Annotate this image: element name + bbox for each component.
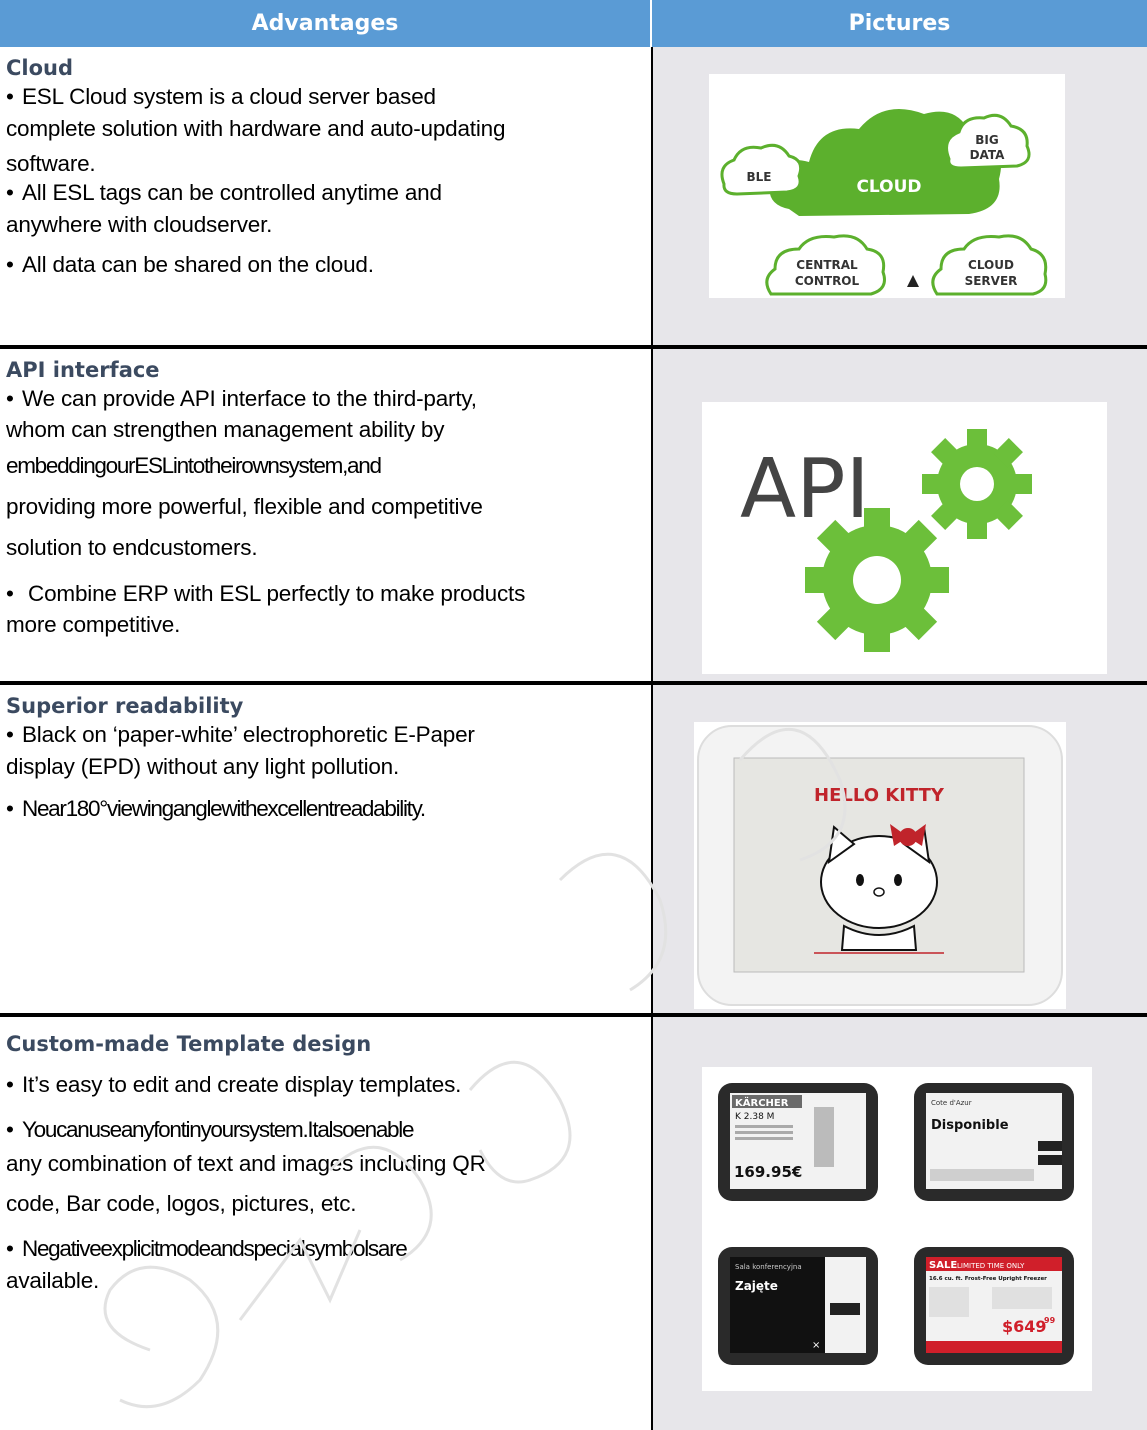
bullet-item: •Youcanuseanyfontinyoursystem.Italsoenab…	[6, 1117, 486, 1216]
gear-icon	[805, 508, 949, 652]
hello-kitty-label: HELLO KITTY	[814, 785, 945, 806]
table-row-cloud: Cloud •ESL Cloud system is a cloud serve…	[0, 47, 1147, 346]
header-advantages: Advantages	[0, 0, 652, 47]
picture-cell: HELLO KITTY	[652, 685, 1147, 1014]
tag4-price: $649	[1002, 1317, 1047, 1336]
column-divider	[651, 47, 653, 1430]
advantage-cell: Cloud •ESL Cloud system is a cloud serve…	[0, 47, 652, 346]
tag4-product: 16.6 cu. ft. Frost-Free Upright Freezer	[929, 1276, 1047, 1282]
table-row-templates: Custom-made Template design •It’s easy t…	[0, 1017, 1147, 1430]
bullet-item: •We can provide API interface to the thi…	[6, 386, 477, 442]
row-title: Custom-made Template design	[6, 1032, 372, 1056]
tag1-price: 169.95€	[734, 1163, 802, 1181]
gear-icon	[922, 429, 1032, 539]
cloud-ble-label: BLE	[747, 170, 772, 184]
bullet-item: • Combine ERP with ESL perfectly to make…	[6, 581, 526, 637]
tag2-label: Cote d'Azur	[931, 1099, 972, 1107]
picture-cell: API	[652, 349, 1147, 682]
tag1-brand: KÄRCHER	[735, 1095, 789, 1109]
tag1-model: K 2.38 M	[735, 1112, 774, 1122]
cloud-center-label: CLOUD	[856, 177, 921, 197]
bullet-item: •All data can be shared on the cloud.	[6, 252, 374, 277]
cloud-server-label: SERVER	[965, 274, 1018, 288]
row-title: Cloud	[6, 56, 74, 80]
bullet-item-cont: embeddingourESLintotheirownsystem,and pr…	[6, 453, 483, 560]
advantage-cell: API interface •We can provide API interf…	[0, 349, 652, 682]
cloud-central-label: CENTRAL	[796, 258, 858, 272]
bullet-item: •ESL Cloud system is a cloud server base…	[6, 81, 652, 183]
cloud-data-label: DATA	[970, 148, 1006, 162]
row-title: API interface	[6, 358, 160, 382]
triangle-icon	[907, 275, 919, 287]
table-header: Advantages Pictures	[0, 0, 1147, 47]
bullet-item: •Negativeexplicitmodeandspecialsymbolsar…	[6, 1236, 408, 1293]
cloud-cloud-label: CLOUD	[968, 258, 1014, 272]
kitty-face-icon	[814, 824, 944, 954]
header-pictures: Pictures	[848, 11, 951, 36]
api-label: API	[740, 442, 870, 537]
bullet-item: •Black on ‘paper-white’ electrophoretic …	[6, 722, 475, 779]
picture-cell: CLOUD BLE BIG DATA CENTRAL CONTROL CLOUD…	[652, 47, 1147, 346]
cloud-diagram: CLOUD BLE BIG DATA CENTRAL CONTROL CLOUD…	[709, 74, 1065, 298]
tag2-status: Disponible	[931, 1118, 1009, 1133]
tag4-sale: SALE	[929, 1260, 957, 1271]
row-title: Superior readability	[6, 694, 244, 718]
advantage-cell: Custom-made Template design •It’s easy t…	[0, 1017, 652, 1430]
close-icon: ×	[812, 1340, 820, 1351]
tag4-limited: LIMITED TIME ONLY	[957, 1262, 1025, 1270]
tag3-status: Zajęte	[735, 1279, 778, 1293]
tag3-label: Sala konferencyjna	[735, 1263, 802, 1271]
picture-cell: KÄRCHER K 2.38 M 169.95€ Cote d'Azur Dis…	[652, 1017, 1147, 1430]
bullet-item: •It’s easy to edit and create display te…	[6, 1072, 462, 1097]
row-divider	[0, 345, 1147, 349]
epaper-display-image: HELLO KITTY	[694, 722, 1066, 1009]
row-divider	[0, 681, 1147, 685]
cloud-control-label: CONTROL	[795, 274, 860, 288]
bullet-item: •Near180°viewinganglewithexcellentreadab…	[6, 796, 426, 821]
bullet-dot: •	[6, 84, 14, 109]
table-row-api: API interface •We can provide API interf…	[0, 349, 1147, 682]
row-divider	[0, 1013, 1147, 1017]
template-examples-image: KÄRCHER K 2.38 M 169.95€ Cote d'Azur Dis…	[702, 1067, 1092, 1391]
api-gears-image: API	[702, 402, 1107, 674]
table-row-readability: Superior readability •Black on ‘paper-wh…	[0, 685, 1147, 1014]
advantage-cell: Superior readability •Black on ‘paper-wh…	[0, 685, 652, 1014]
bullet-item: •All ESL tags can be controlled anytime …	[6, 180, 442, 237]
tag4-cents: 99	[1044, 1316, 1056, 1325]
cloud-big-label: BIG	[975, 133, 998, 147]
